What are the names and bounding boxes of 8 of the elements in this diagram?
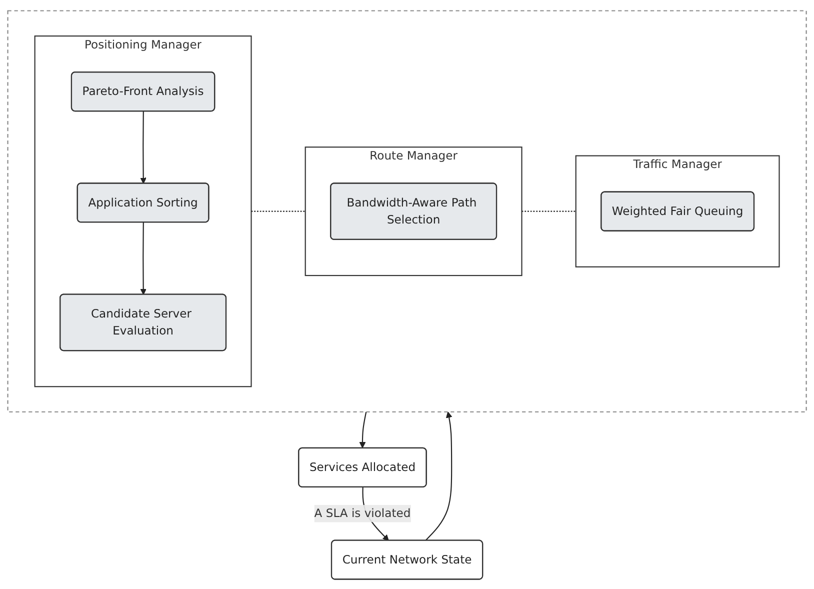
cluster <box>7 10 807 412</box>
connector <box>522 210 576 212</box>
arrow <box>140 110 146 184</box>
connector <box>251 210 306 212</box>
edge-label: A SLA is violated <box>314 506 411 520</box>
arrow <box>359 411 367 448</box>
arrow <box>425 411 452 540</box>
arrow <box>140 222 146 294</box>
